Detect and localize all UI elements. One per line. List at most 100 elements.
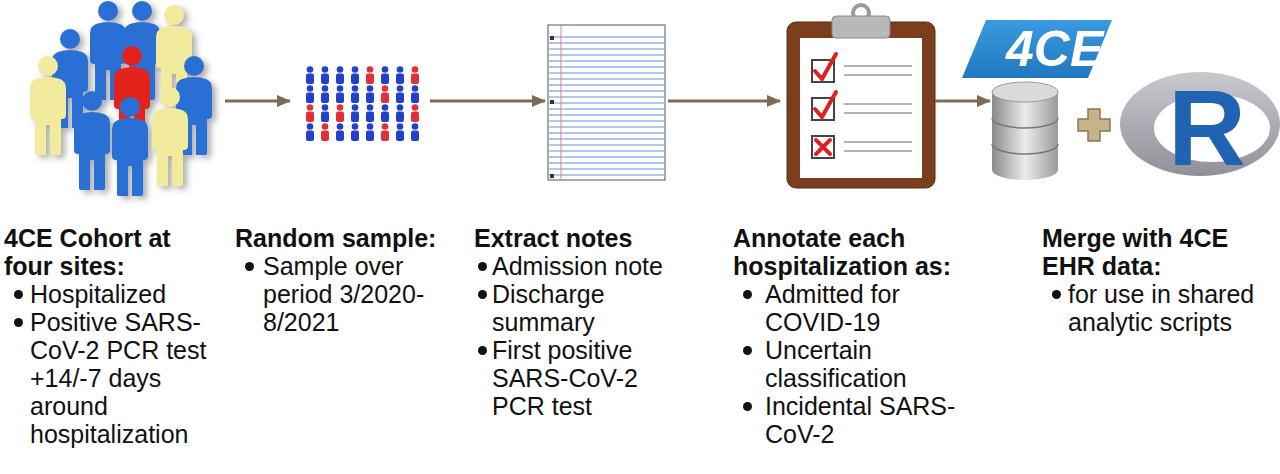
punch-hole: [550, 100, 554, 104]
clipboard-board: [787, 22, 935, 188]
person-icon: [381, 104, 389, 122]
notebook-page: [548, 25, 665, 180]
flow-arrow: [430, 100, 545, 103]
bullet-text: Discharge summary: [492, 280, 605, 336]
text-lines: [844, 66, 912, 151]
step-text: Annotate each hospitalization as:Admitte…: [733, 224, 980, 448]
checkbox: [812, 136, 834, 158]
flow-arrow: [935, 100, 990, 103]
person-icon: [351, 123, 359, 141]
person-icon: [321, 66, 329, 84]
step-text: 4CE Cohort at four sites:HospitalizedPos…: [4, 224, 230, 448]
database-bands: [992, 118, 1058, 154]
bullet-text: Positive SARS-CoV-2 PCR test +14/-7 days…: [30, 308, 206, 448]
bullet-dot: [14, 318, 23, 327]
step-heading: Random sample:: [235, 224, 470, 252]
step-heading: Annotate each hospitalization as:: [733, 224, 968, 280]
check-mark: [815, 92, 836, 117]
database-top: [992, 82, 1058, 102]
bullet-text: First positive SARS-CoV-2 PCR test: [492, 336, 638, 420]
crowd-illustration: [30, 1, 212, 196]
bullet-item: Admitted for COVID-19: [733, 280, 980, 336]
person-icon: [351, 104, 359, 122]
step-text: Random sample:Sample over period 3/2020-…: [235, 224, 470, 336]
person-icon: [321, 123, 329, 141]
plus-sign: [1078, 109, 1110, 141]
database-body: [992, 92, 1058, 170]
logo-banner: [962, 20, 1112, 78]
bullet-item: First positive SARS-CoV-2 PCR test: [474, 336, 687, 420]
bullet-dot: [14, 290, 23, 299]
person-icon: [336, 66, 344, 84]
person-icon: [396, 85, 404, 103]
bullet-item: Uncertain classification: [733, 336, 980, 392]
bullet-text: Incidental SARS-CoV-2: [765, 392, 955, 448]
person-icon: [366, 85, 374, 103]
step-text: Merge with 4CE EHR data:for use in share…: [1042, 224, 1272, 336]
step-heading: Merge with 4CE EHR data:: [1042, 224, 1272, 280]
process-step: 4CE Cohort at four sites:HospitalizedPos…: [20, 0, 225, 200]
page-sheet: [548, 25, 665, 180]
person-icon: [411, 123, 419, 141]
bullet-text: Sample over period 3/2020-8/2021: [263, 252, 424, 336]
punch-hole: [550, 36, 554, 40]
step-text: Extract notesAdmission noteDischarge sum…: [474, 224, 704, 420]
person-icon: [396, 66, 404, 84]
person-icon: [74, 91, 110, 190]
person-icon: [366, 104, 374, 122]
step-heading: 4CE Cohort at four sites:: [4, 224, 209, 280]
logo-text: 4CE: [1006, 24, 1103, 74]
person-icon: [396, 104, 404, 122]
punch-hole: [550, 174, 554, 178]
person-icon: [336, 123, 344, 141]
clipboard: [787, 5, 935, 188]
person-icon: [351, 66, 359, 84]
person-icon: [306, 123, 314, 141]
bullet-item: Discharge summary: [474, 280, 687, 336]
person-icon: [366, 123, 374, 141]
margin-line: [561, 25, 562, 180]
bullet-dot: [478, 346, 487, 355]
bullet-dot: [743, 346, 752, 355]
bullet-item: Admission note: [474, 252, 687, 280]
bullet-text: Admission note: [492, 252, 663, 280]
person-icon: [381, 123, 389, 141]
bullet-dot: [478, 262, 487, 271]
person-icon: [381, 85, 389, 103]
person-icon: [351, 85, 359, 103]
step-heading: Extract notes: [474, 224, 704, 252]
person-icon: [411, 104, 419, 122]
bullet-text: Hospitalized: [30, 280, 166, 308]
bullet-item: Sample over period 3/2020-8/2021: [235, 252, 448, 336]
person-icon: [306, 85, 314, 103]
person-icon: [306, 104, 314, 122]
bullet-dot: [478, 290, 487, 299]
person-icon: [321, 104, 329, 122]
bullet-item: Positive SARS-CoV-2 PCR test +14/-7 days…: [4, 308, 230, 448]
logo-text: R: [1168, 74, 1246, 182]
ruled-lines: [549, 37, 664, 175]
person-icon: [411, 66, 419, 84]
person-icon: [336, 104, 344, 122]
database-base: [992, 160, 1058, 180]
person-icon: [396, 123, 404, 141]
person-icon: [336, 85, 344, 103]
bullet-text: Uncertain classification: [765, 336, 907, 392]
process-step: Annotate each hospitalization as:Admitte…: [780, 10, 935, 195]
cross-mark: [816, 140, 830, 154]
process-step: Extract notesAdmission noteDischarge sum…: [545, 20, 668, 185]
bullet-item: for use in shared analytic scripts: [1042, 280, 1263, 336]
bullet-dot: [743, 290, 752, 299]
person-icon: [30, 56, 66, 155]
flow-arrow: [225, 100, 290, 103]
bullet-dot: [743, 402, 752, 411]
bullet-text: Admitted for COVID-19: [765, 280, 900, 336]
flow-arrow: [668, 100, 780, 103]
process-step: Random sample:Sample over period 3/2020-…: [290, 40, 430, 160]
person-icon: [366, 66, 374, 84]
person-icon: [152, 87, 188, 186]
bullet-dot: [245, 262, 254, 271]
bullet-text: for use in shared analytic scripts: [1068, 280, 1254, 336]
bullet-dot: [1052, 290, 1061, 299]
